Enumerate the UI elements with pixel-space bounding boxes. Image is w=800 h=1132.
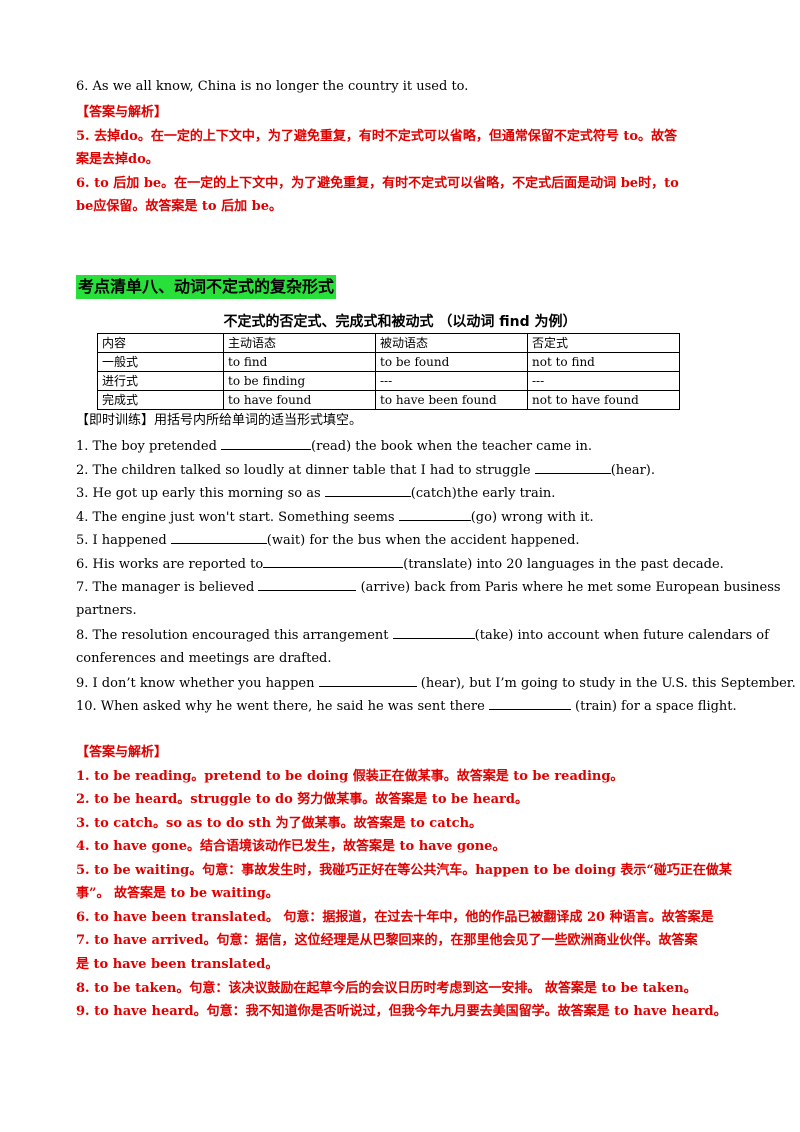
exercise-5: 5. I happened (wait) for the bus when th… [76,531,726,550]
question-text: 9. I don’t know whether you happen [76,676,319,691]
answer-5: 5. to be waiting。句意：事故发生时，我碰巧正好在等公共汽车。ha… [76,863,732,878]
table-cell: to have found [223,390,376,410]
table-row: 内容 主动语态 被动语态 否定式 [97,333,680,353]
question-text: 5. I happened [76,533,171,548]
exercise-6: 6. His works are reported to (translate) … [76,555,726,574]
answer-7: 7. to have arrived。句意：据信，这位经理是从巴黎回来的，在那里… [76,933,698,948]
answer-5: 5. 去掉do。在一定的上下文中，为了避免重复，有时不定式可以省略，但通常保留不… [76,129,678,144]
answer-3: 3. to catch。so as to do sth 为了做某事。故答案是 t… [76,816,483,831]
question-text: (catch)the early train. [410,486,556,501]
question-text: (go) wrong with it. [470,510,594,525]
blank-line [221,437,312,450]
table-cell: --- [527,371,680,391]
exercise-7-cont: partners. [76,603,137,618]
infinitive-forms-table: 内容 主动语态 被动语态 否定式 一般式 to find to be found… [97,333,680,410]
table-cell: 否定式 [527,333,680,353]
answer-1: 1. to be reading。pretend to be doing 假装正… [76,769,624,784]
exercise-8-cont: conferences and meetings are drafted. [76,651,332,666]
exercise-3: 3. He got up early this morning so as (c… [76,484,726,503]
question-text: (wait) for the bus when the accident hap… [266,533,580,548]
table-cell: to be finding [223,371,376,391]
blank-line [258,578,357,591]
question-text: 6. His works are reported to [76,557,264,572]
table-cell: 主动语态 [223,333,376,353]
table-cell: to find [223,352,376,372]
answer-5-cont: 事”。 故答案是 to be waiting。 [76,886,279,901]
question-text: 1. The boy pretended [76,439,222,454]
table-row: 完成式 to have found to have been found not… [97,390,680,410]
table-cell: not to have found [527,390,680,410]
exercise-intro: 【即时训练】用括号内所给单词的适当形式填空。 [76,413,363,428]
table-title: 不定式的否定式、完成式和被动式 （以动词 find 为例） [223,314,577,330]
answer-8: 8. to be taken。句意：该决议鼓励在起草今后的会议日历时考虑到这一安… [76,981,697,996]
exercise-10: 10. When asked why he went there, he sai… [76,697,737,716]
answer-4: 4. to have gone。结合语境该动作已发生，故答案是 to have … [76,839,506,854]
blank-line [318,674,417,687]
answer-9: 9. to have heard。句意：我不知道你是否听说过，但我今年九月要去美… [76,1004,727,1019]
answer-6: 6. to have been translated。 句意：据报道，在过去十年… [76,910,714,925]
question-text: (hear). [610,463,656,478]
exercise-2: 2. The children talked so loudly at dinn… [76,461,726,480]
question-text: (translate) into 20 languages in the pas… [403,557,724,572]
exercise-9: 9. I don’t know whether you happen (hear… [76,674,796,693]
blank-line [392,626,475,639]
question-text: (take) into account when future calendar… [474,628,769,643]
question-text: (arrive) back from Paris where he met so… [356,580,781,595]
blank-line [488,697,571,710]
blank-line [263,555,404,568]
answer-2: 2. to be heard。struggle to do 努力做某事。故答案是… [76,792,528,807]
answer-7-cont: 是 to have been translated。 [76,957,279,972]
question-text: 7. The manager is believed [76,580,259,595]
section-heading: 考点清单八、动词不定式的复杂形式 [76,275,337,299]
answers-header: 【答案与解析】 [76,745,168,760]
table-cell: to have been found [375,390,528,410]
table-cell: 一般式 [97,352,224,372]
exercise-4: 4. The engine just won't start. Somethin… [76,508,726,527]
question-text: 4. The engine just won't start. Somethin… [76,510,399,525]
table-cell: 进行式 [97,371,224,391]
exercise-7: 7. The manager is believed (arrive) back… [76,578,781,597]
question-6: 6. As we all know, China is no longer th… [76,79,469,94]
question-text: (train) for a space flight. [570,699,737,714]
question-text: 2. The children talked so loudly at dinn… [76,463,535,478]
question-text: (hear), but I’m going to study in the U.… [416,676,796,691]
table-cell: 被动语态 [375,333,528,353]
table-cell: not to find [527,352,680,372]
blank-line [534,461,611,474]
blank-line [170,531,267,544]
table-cell: to be found [375,352,528,372]
table-row: 一般式 to find to be found not to find [97,352,680,372]
blank-line [324,484,411,497]
answer-header: 【答案与解析】 [76,105,168,120]
table-cell: 完成式 [97,390,224,410]
question-text: 8. The resolution encouraged this arrang… [76,628,393,643]
answer-6-cont: be应保留。故答案是 to 后加 be。 [76,199,282,214]
question-text: (read) the book when the teacher came in… [311,439,593,454]
table-cell: 内容 [97,333,224,353]
question-text: 10. When asked why he went there, he sai… [76,699,489,714]
table-row: 进行式 to be finding --- --- [97,371,680,391]
question-text: 3. He got up early this morning so as [76,486,325,501]
blank-line [398,508,471,521]
answer-6: 6. to 后加 be。在一定的上下文中，为了避免重复，有时不定式可以省略，不定… [76,176,679,191]
exercise-8: 8. The resolution encouraged this arrang… [76,626,769,645]
table-cell: --- [375,371,528,391]
answer-5-cont: 案是去掉do。 [76,152,159,167]
exercise-1: 1. The boy pretended (read) the book whe… [76,437,726,456]
